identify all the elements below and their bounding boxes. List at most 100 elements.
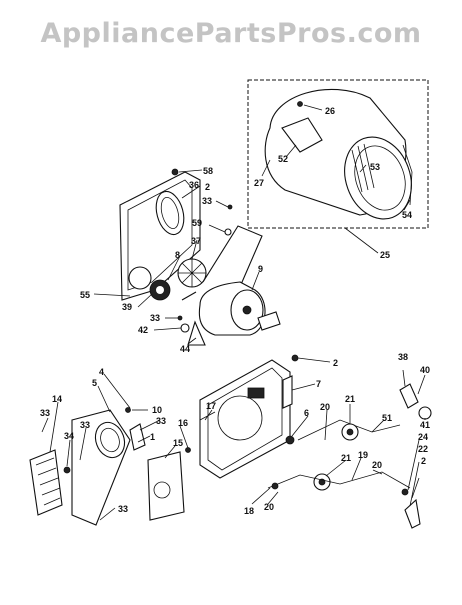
drum-seal-54 <box>402 144 413 206</box>
drum-assembly-box <box>247 79 429 229</box>
callout-17: 17 <box>206 401 216 411</box>
callout-21-lower: 21 <box>341 453 351 463</box>
leader-5 <box>97 385 111 413</box>
callout-33-c: 33 <box>40 408 50 418</box>
drum-baffle-52 <box>281 117 323 153</box>
leader-38 <box>402 369 406 387</box>
rear-bulkhead-panel <box>199 359 291 479</box>
leader-6 <box>291 415 309 437</box>
callout-4: 4 <box>99 367 104 377</box>
callout-15: 15 <box>173 438 183 448</box>
callout-54: 54 <box>402 210 412 220</box>
leader-7 <box>291 383 316 391</box>
drum-screw-26 <box>297 101 303 107</box>
callout-53: 53 <box>370 162 380 172</box>
leader-20-b <box>267 491 279 505</box>
impeller-blades <box>178 259 206 287</box>
screw-34 <box>63 466 71 474</box>
leader-33-d <box>79 427 87 461</box>
knob-41 <box>418 406 432 420</box>
drum-seal-36 <box>155 190 185 236</box>
leader-40 <box>417 374 426 395</box>
leader-22 <box>409 461 420 507</box>
leader-24 <box>407 439 420 491</box>
callout-8: 8 <box>175 250 180 260</box>
switch-38 <box>399 383 419 409</box>
drive-belt <box>202 225 263 297</box>
callout-labels: 26 52 27 53 54 25 58 36 2 33 59 37 8 9 5… <box>40 106 430 516</box>
callout-36: 36 <box>189 180 199 190</box>
harness-coil <box>153 481 171 499</box>
leader-14 <box>49 401 59 453</box>
leader-42 <box>153 327 182 331</box>
callout-9: 9 <box>258 264 263 274</box>
leader-9 <box>251 271 260 291</box>
leader-8 <box>167 255 181 281</box>
callout-21-upper: 21 <box>345 394 355 404</box>
screw-16 <box>185 447 191 453</box>
callout-6: 6 <box>304 408 309 418</box>
callout-20-a: 20 <box>320 402 330 412</box>
leader-55 <box>93 293 131 297</box>
callout-20-b: 20 <box>264 502 274 512</box>
callout-59: 59 <box>192 218 202 228</box>
rear-bulkhead-assembly <box>199 354 299 479</box>
leader-19 <box>351 457 362 481</box>
leader-54 <box>403 199 411 211</box>
bracket-1 <box>129 423 146 451</box>
lower-roller-shaft-19 <box>267 471 411 489</box>
washer-18 <box>271 482 279 490</box>
heater-terminal-block <box>247 387 265 399</box>
leader-17 <box>204 409 213 421</box>
callout-39: 39 <box>122 302 132 312</box>
leader-52 <box>285 144 297 158</box>
callout-25: 25 <box>380 250 390 260</box>
leader-33-top <box>215 200 229 208</box>
callout-41: 41 <box>420 420 430 430</box>
callout-20-c: 20 <box>372 460 382 470</box>
leader-21-lower <box>325 459 347 477</box>
leader-20-a <box>324 409 328 441</box>
leader-59 <box>208 224 226 233</box>
leader-26 <box>303 104 323 111</box>
callout-58: 58 <box>203 166 213 176</box>
leader-51 <box>371 419 385 433</box>
motor-shaft <box>242 305 252 315</box>
callout-18: 18 <box>244 506 254 516</box>
leader-20-c <box>372 469 383 475</box>
callout-2-rear: 2 <box>333 358 338 368</box>
callout-33-b: 33 <box>156 416 166 426</box>
leader-25 <box>344 227 379 254</box>
screw-24 <box>401 488 409 496</box>
callout-40: 40 <box>420 365 430 375</box>
rear-bulkhead-inner <box>207 367 283 471</box>
harness-box-15 <box>147 451 185 521</box>
watermark-logo: AppliancePartsPros.com <box>40 18 422 49</box>
callout-26: 26 <box>325 106 335 116</box>
callout-1: 1 <box>150 432 155 442</box>
leader-36 <box>181 185 201 199</box>
callout-33-mid: 33 <box>150 313 160 323</box>
idler-assembly-44 <box>187 320 206 346</box>
callout-27: 27 <box>254 178 264 188</box>
leader-15 <box>164 445 176 459</box>
toe-panel-assembly <box>29 407 191 526</box>
callout-37: 37 <box>191 236 201 246</box>
leader-34 <box>66 439 71 467</box>
screw-58 <box>171 168 179 176</box>
blower-wheel-hub <box>156 286 164 294</box>
callout-2-lower: 2 <box>421 456 426 466</box>
callout-42: 42 <box>138 325 148 335</box>
callout-22: 22 <box>418 444 428 454</box>
callout-16: 16 <box>178 418 188 428</box>
bracket-22 <box>404 498 421 529</box>
callout-38: 38 <box>398 352 408 362</box>
leader-44 <box>187 337 197 345</box>
leader-37 <box>191 239 198 260</box>
front-bulkhead-assembly <box>119 168 281 346</box>
leader-39 <box>137 293 153 308</box>
drum-rear-inner-ring <box>354 145 406 211</box>
callout-33-top: 33 <box>202 196 212 206</box>
